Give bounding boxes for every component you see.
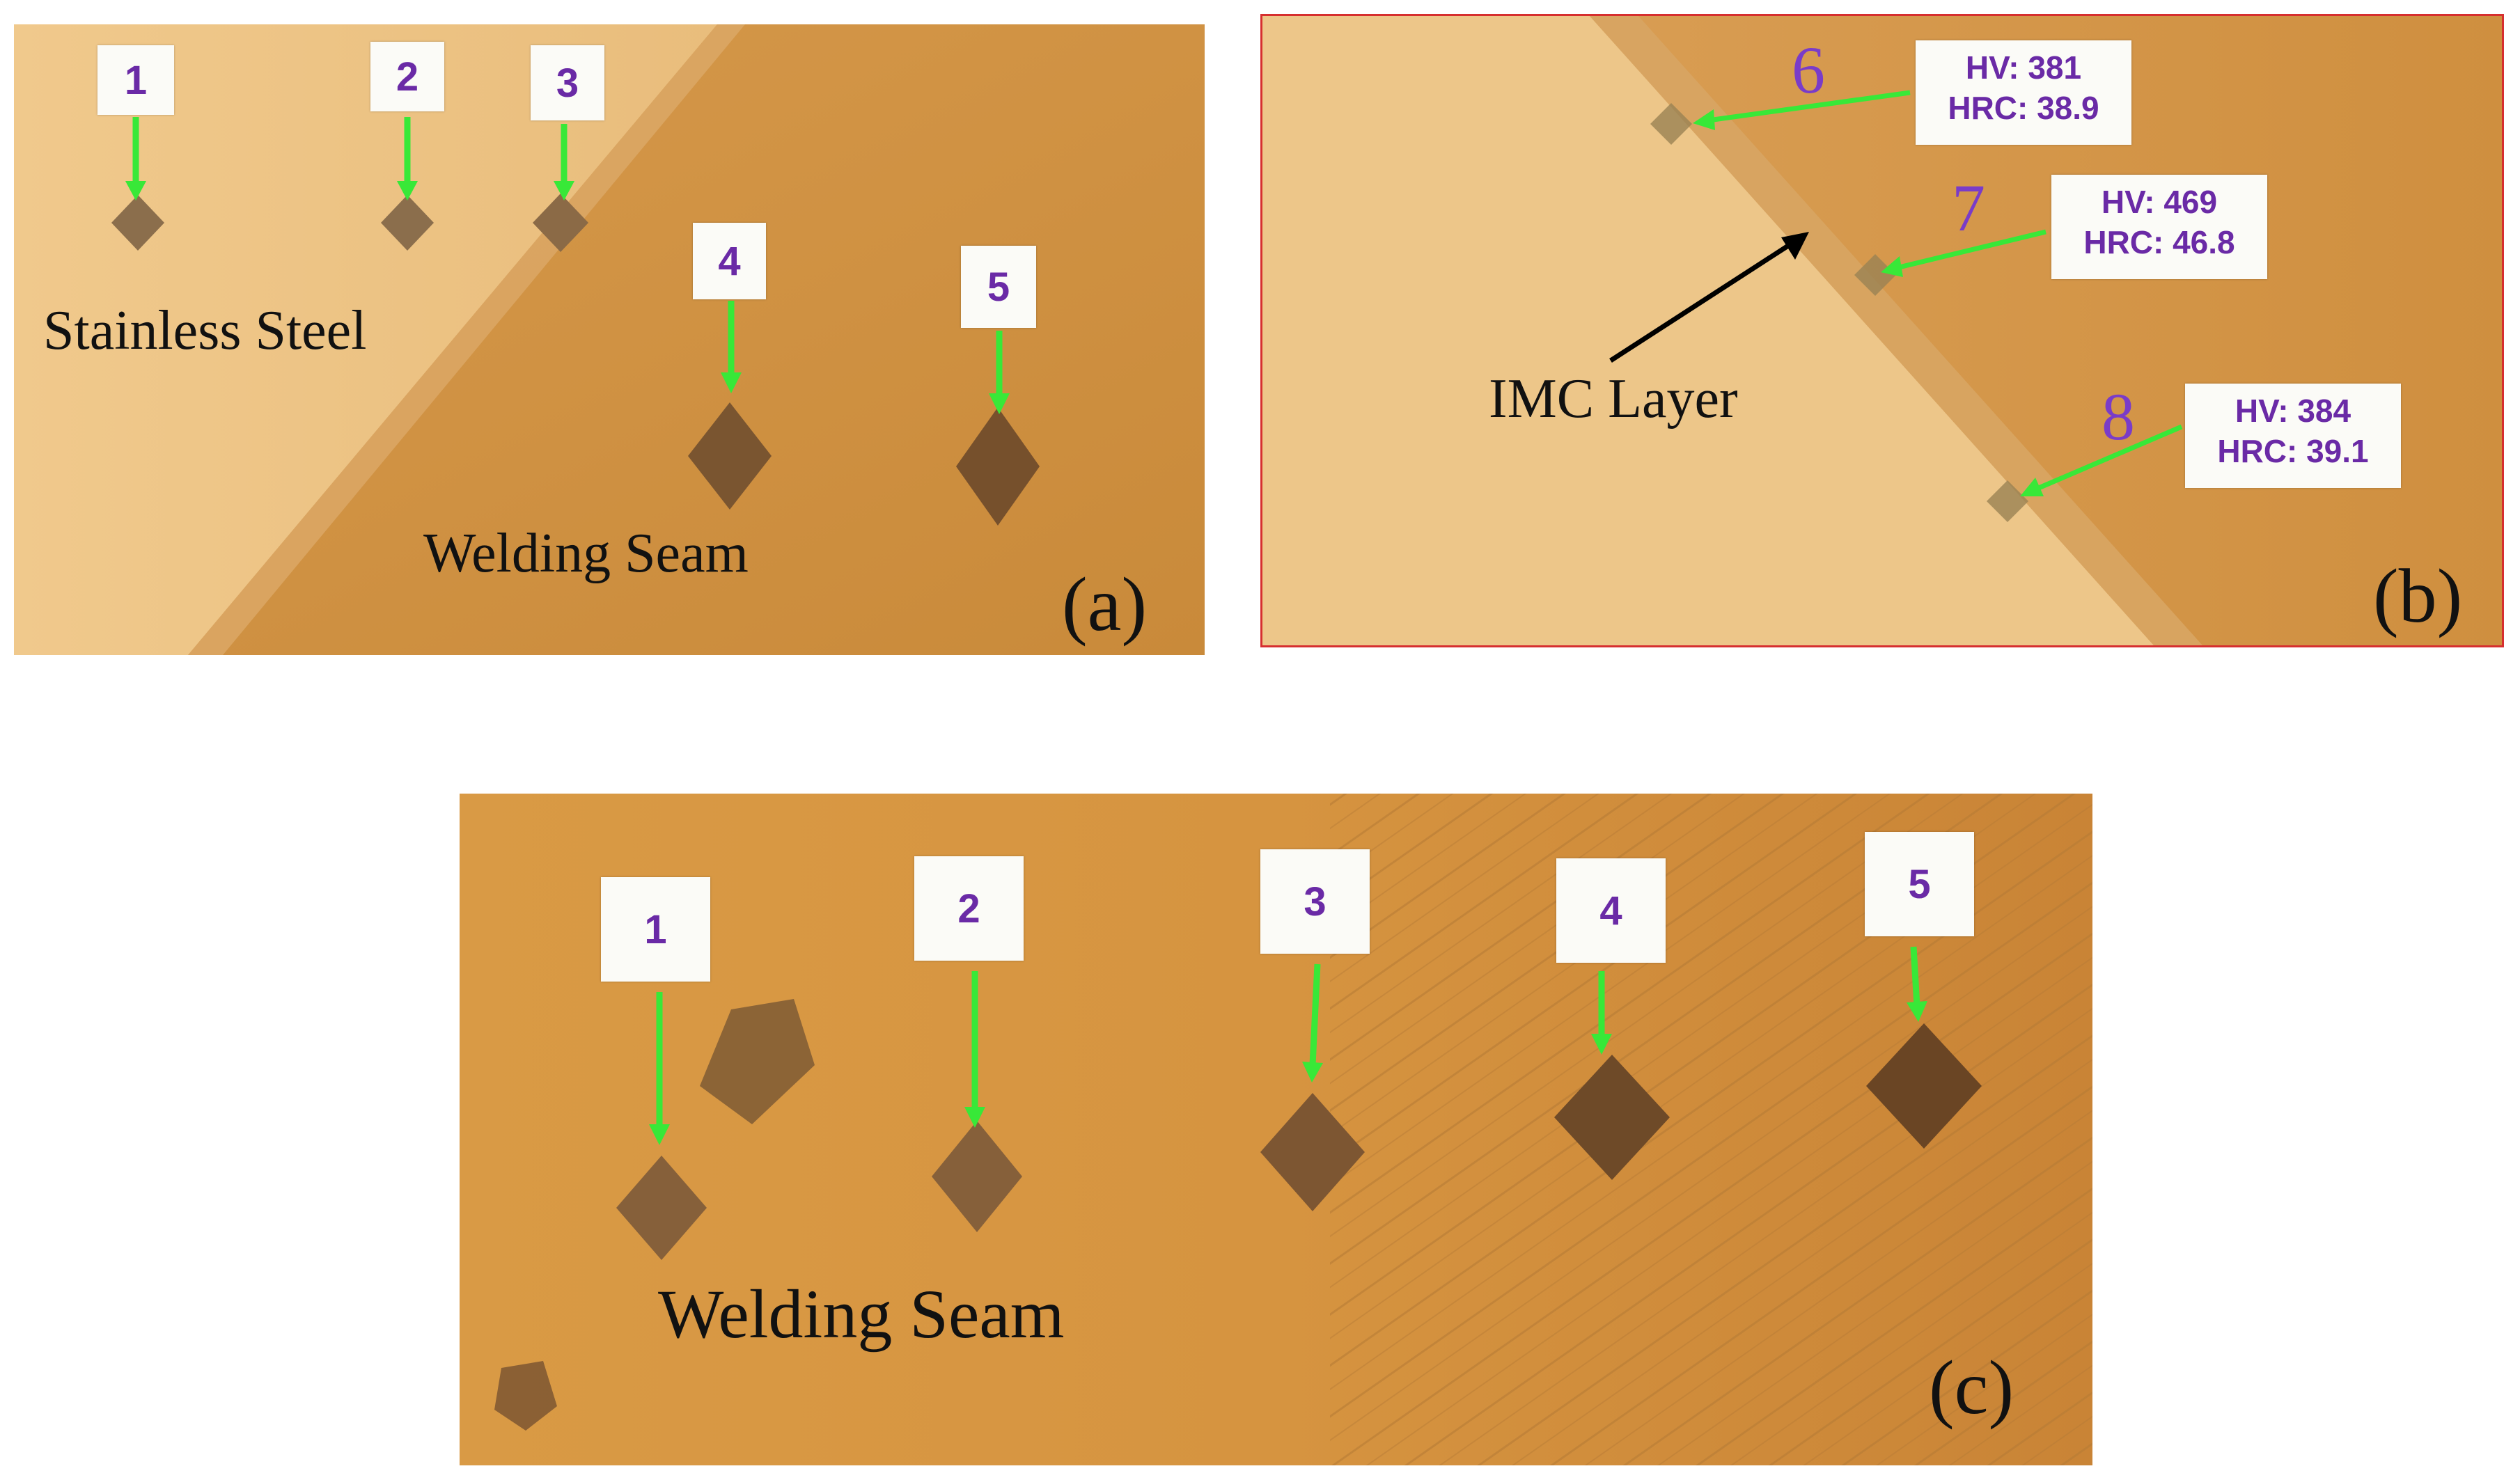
stainless-steel-region	[14, 24, 717, 655]
hardness-box-7: HV: 469 HRC: 46.8	[2051, 175, 2267, 279]
hv-value-6: HV: 381	[1965, 49, 2082, 86]
hrc-value-6: HRC: 38.9	[1948, 90, 2099, 126]
hv-value-7: HV: 469	[2101, 184, 2218, 220]
point-label-a2: 2	[370, 42, 444, 111]
hrc-value-8: HRC: 39.1	[2217, 433, 2369, 469]
point-label-a4: 4	[693, 223, 766, 299]
panel-a-micrograph: 1 2 3 4 5 Stainless Steel Welding Seam (…	[14, 24, 1205, 655]
panel-b-tag: (b)	[2373, 553, 2463, 638]
point-number-6: 6	[1792, 33, 1825, 107]
welding-seam-label-c: Welding Seam	[658, 1275, 1065, 1353]
imc-layer-label: IMC Layer	[1489, 368, 1738, 430]
hrc-value-7: HRC: 46.8	[2083, 224, 2235, 260]
point-number-7: 7	[1952, 171, 1985, 245]
panel-b-micrograph: 6 7 8 HV: 381 HRC: 38.9 HV: 469 HRC: 46.…	[1260, 14, 2504, 647]
panel-c-tag: (c)	[1929, 1345, 2014, 1430]
welding-seam-label-a: Welding Seam	[423, 523, 749, 584]
hv-value-8: HV: 384	[2235, 393, 2351, 429]
panel-c-background	[460, 794, 2092, 1465]
point-label-a5: 5	[961, 246, 1036, 328]
point-label-c5: 5	[1865, 832, 1974, 936]
point-label-c1: 1	[601, 877, 710, 982]
point-label-a3: 3	[531, 45, 604, 120]
point-number-8: 8	[2102, 379, 2135, 454]
panel-b-background	[1262, 16, 2502, 645]
hardness-box-8: HV: 384 HRC: 39.1	[2185, 384, 2401, 488]
hardness-box-6: HV: 381 HRC: 38.9	[1916, 40, 2131, 145]
point-label-c4: 4	[1556, 858, 1666, 963]
panel-a-background	[14, 24, 1205, 655]
panel-a-tag: (a)	[1062, 562, 1148, 647]
point-label-a1: 1	[97, 45, 174, 115]
stainless-steel-label: Stainless Steel	[43, 300, 367, 361]
point-label-c3: 3	[1260, 849, 1370, 954]
panel-c-micrograph: 1 2 3 4 5 Welding Seam (c)	[460, 794, 2092, 1465]
point-label-c2: 2	[914, 856, 1024, 961]
